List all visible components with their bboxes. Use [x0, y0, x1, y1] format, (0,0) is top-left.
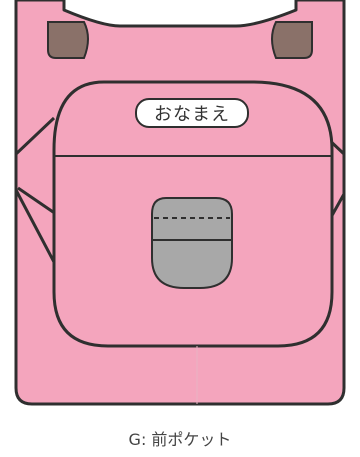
left-shoulder-pad — [47, 21, 89, 59]
left-strap-edge — [14, 189, 56, 263]
bib-illustration — [14, 0, 346, 406]
figure-caption: G: 前ポケット — [128, 430, 232, 449]
right-shoulder-pad — [271, 21, 313, 59]
left-strap — [14, 116, 57, 216]
small-pocket — [151, 197, 233, 289]
name-tag-box — [135, 98, 249, 128]
